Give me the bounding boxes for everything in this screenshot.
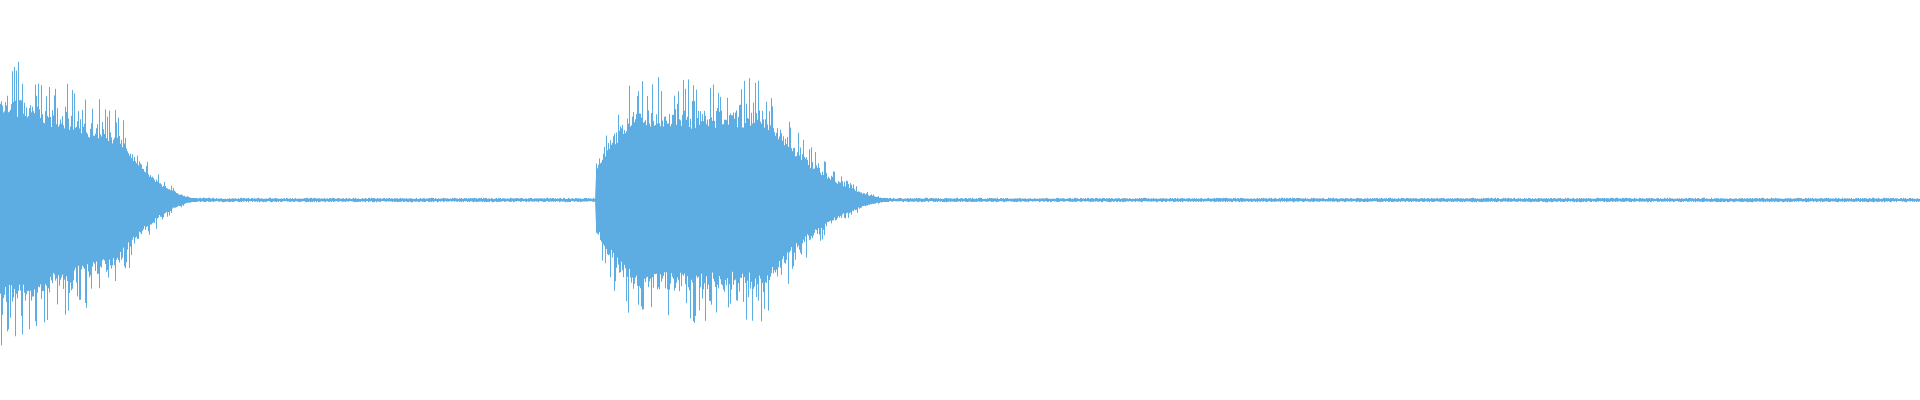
waveform-samples	[0, 61, 1920, 346]
waveform-burst-2	[595, 132, 903, 268]
waveform-burst-1	[0, 119, 212, 281]
waveform-signal	[0, 61, 1920, 346]
